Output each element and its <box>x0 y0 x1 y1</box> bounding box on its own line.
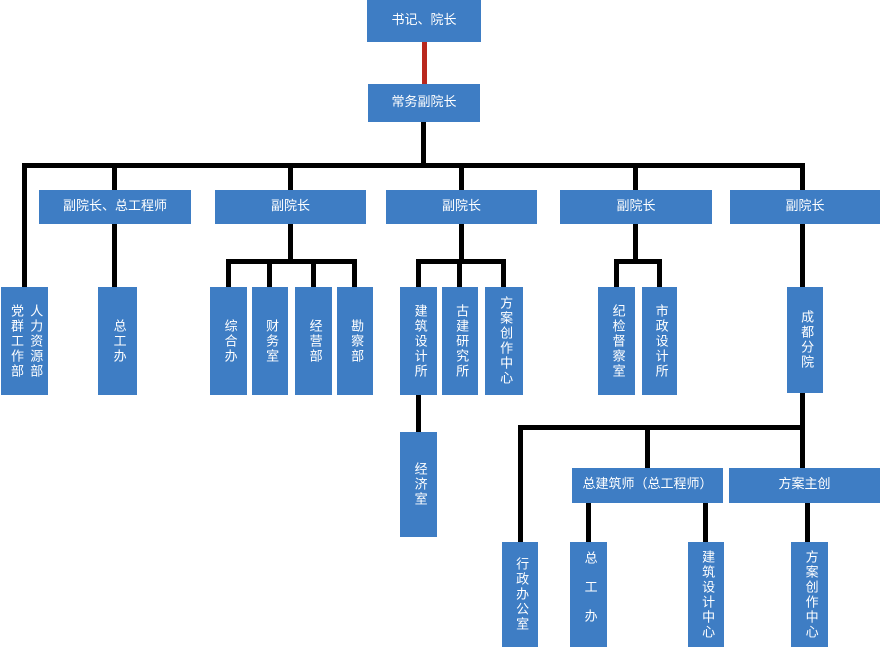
connector-drop-party-hr <box>22 163 27 287</box>
node-survey-dept[interactable]: 勘察部 <box>337 287 373 395</box>
node-vice-dean-3[interactable]: 副院长 <box>386 190 537 224</box>
connector-drop-cws <box>267 259 272 287</box>
node-label: 总工办 <box>110 318 126 364</box>
connector-zjzs-to-zgb2 <box>586 503 591 542</box>
connector-drop-jzsjs <box>416 259 421 287</box>
node-label: 总建筑师（总工程师） <box>582 477 713 493</box>
connector-vdce-to-zgb <box>112 224 117 287</box>
connector-drop-kcb <box>352 259 357 287</box>
node-municipal-design-institute[interactable]: 市政设计所 <box>642 287 677 395</box>
node-vice-dean-2[interactable]: 副院长 <box>215 190 366 224</box>
node-label: 纪检督察室 <box>609 303 625 379</box>
node-label: 人力资源部 <box>27 303 43 379</box>
node-architectural-design-institute[interactable]: 建筑设计所 <box>400 287 437 395</box>
connector-drop-jyb <box>311 259 316 287</box>
node-chief-architect[interactable]: 总建筑师（总工程师） <box>572 468 723 503</box>
connector-drop-vd-ce <box>112 163 117 190</box>
node-label: 副院长 <box>785 198 825 214</box>
connector-vd3-stub <box>459 224 464 264</box>
node-label: 建筑设计所 <box>411 303 427 379</box>
connector-drop-vd4 <box>633 163 638 190</box>
connector-drop-xzbgs <box>518 425 523 542</box>
node-label: 书记、院长 <box>391 12 457 28</box>
node-label: 经营部 <box>306 318 322 364</box>
node-chief-engineer-office-2[interactable]: 总工办 <box>570 542 607 647</box>
connector-drop-jjdcs <box>614 259 619 287</box>
connector-chengdu-horizontal <box>518 425 805 430</box>
connector-zjzs-to-jzsjzx <box>703 503 708 542</box>
node-ancient-architecture-institute[interactable]: 古建研究所 <box>442 287 478 395</box>
connector-drop-vd5 <box>800 163 805 190</box>
connector-exec-vice-stub <box>421 122 426 168</box>
node-label: 副院长 <box>441 198 481 214</box>
node-label: 副院长 <box>270 198 310 214</box>
node-label: 常务副院长 <box>391 94 457 110</box>
node-label: 行政办公室 <box>513 557 529 632</box>
connector-drop-facz <box>501 259 506 287</box>
node-secretary-dean[interactable]: 书记、院长 <box>367 0 481 42</box>
connector-vd2-horizontal <box>226 259 357 264</box>
connector-fazc-to-faczzx <box>805 503 810 542</box>
connector-drop-zhb <box>226 259 231 287</box>
node-scheme-creation-center[interactable]: 方案创作中心 <box>485 287 523 395</box>
connector-drop-zjzs <box>645 425 650 468</box>
connector-vd4-stub <box>633 224 638 264</box>
connector-drop-vd2 <box>288 163 293 190</box>
node-chief-engineer-office[interactable]: 总工办 <box>98 287 137 395</box>
connector-secretary-to-exec-vice <box>422 42 427 84</box>
node-label: 财务室 <box>263 318 279 364</box>
node-discipline-inspection-office[interactable]: 纪检督察室 <box>598 287 635 395</box>
node-administrative-office[interactable]: 行政办公室 <box>502 542 538 647</box>
connector-vd5-to-chengdu <box>800 224 805 288</box>
connector-drop-szsjs <box>657 259 662 287</box>
node-label: 成都分院 <box>798 310 814 370</box>
node-label: 市政设计所 <box>652 303 668 379</box>
node-label: 方案创作中心 <box>497 296 513 386</box>
connector-chengdu-stub <box>800 393 805 430</box>
node-label: 副院长 <box>616 198 656 214</box>
node-label: 副院长、总工程师 <box>62 198 167 214</box>
node-economics-office[interactable]: 经济室 <box>400 432 437 537</box>
node-label: 经济室 <box>411 462 427 507</box>
node-finance-office[interactable]: 财务室 <box>252 287 288 395</box>
connector-vd4-horizontal <box>614 259 662 264</box>
connector-drop-fazc <box>800 425 805 468</box>
connector-vd2-stub <box>288 224 293 264</box>
node-label: 综合办 <box>221 318 237 364</box>
node-label: 古建研究所 <box>453 303 469 379</box>
node-general-office[interactable]: 综合办 <box>210 287 247 395</box>
node-vice-dean-4[interactable]: 副院长 <box>560 190 712 224</box>
node-operations-dept[interactable]: 经营部 <box>295 287 332 395</box>
node-label: 党群工作部 <box>8 303 23 379</box>
node-scheme-lead[interactable]: 方案主创 <box>729 468 880 503</box>
node-executive-vice-dean[interactable]: 常务副院长 <box>368 84 480 122</box>
node-label: 方案创作中心 <box>802 549 818 640</box>
node-label: 勘察部 <box>348 318 364 364</box>
node-vice-dean-chief-engineer[interactable]: 副院长、总工程师 <box>39 190 191 224</box>
node-architectural-design-center[interactable]: 建筑设计中心 <box>688 542 724 647</box>
node-chengdu-branch[interactable]: 成都分院 <box>787 287 823 393</box>
node-vice-dean-5[interactable]: 副院长 <box>730 190 880 224</box>
node-party-mass-and-hr[interactable]: 党群工作部 人力资源部 <box>1 287 48 395</box>
connector-drop-gjyjs <box>457 259 462 287</box>
node-label: 总工办 <box>581 551 597 638</box>
node-scheme-creation-center-2[interactable]: 方案创作中心 <box>791 542 828 647</box>
node-label: 建筑设计中心 <box>699 549 715 640</box>
connector-jzsjs-to-jjs <box>416 395 421 432</box>
connector-main-horizontal <box>22 163 805 168</box>
connector-drop-vd3 <box>459 163 464 190</box>
node-label: 方案主创 <box>778 477 831 493</box>
